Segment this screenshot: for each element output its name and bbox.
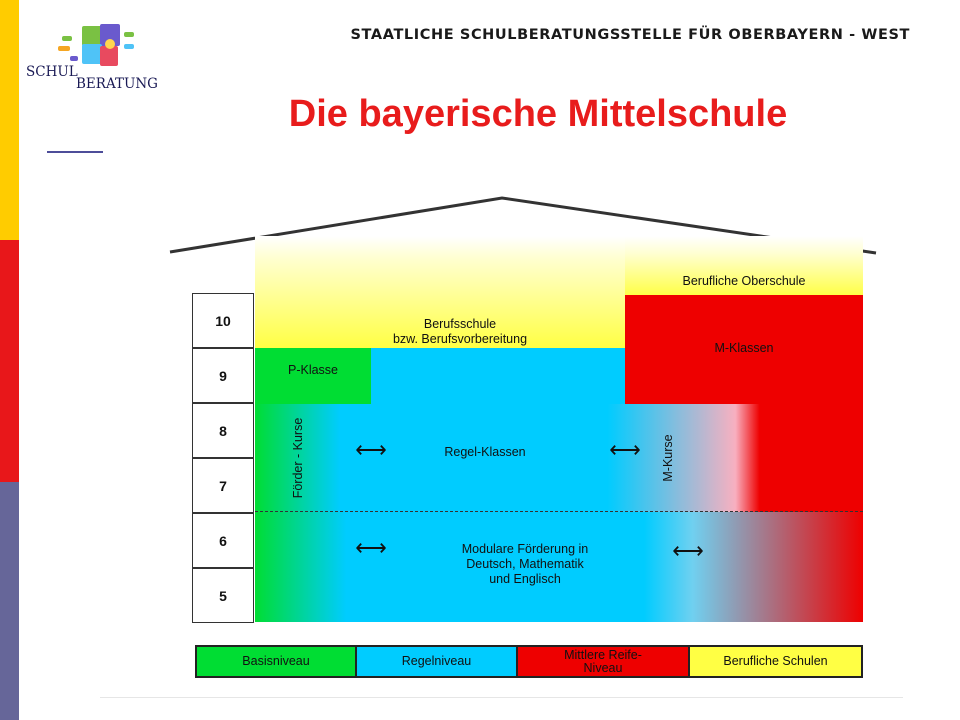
legend-berufliche-schulen: Berufliche Schulen: [688, 645, 863, 678]
label-p-klasse: P-Klasse: [287, 363, 339, 377]
page-title: Die bayerische Mittelschule: [288, 93, 788, 135]
label-berufliche-oberschule: Berufliche Oberschule: [682, 274, 806, 288]
logo-text-schul: SCHUL: [26, 64, 78, 80]
modulare-foerderung-band: [255, 512, 863, 622]
legend-regelniveau: Regelniveau: [355, 645, 518, 678]
grade-7: 7: [192, 458, 254, 513]
title-underline: [47, 151, 103, 153]
grade-8: 8: [192, 403, 254, 458]
arrow-modular-right: ⟷: [672, 538, 704, 563]
institution-name: STAATLICHE SCHULBERATUNGSSTELLE FÜR OBER…: [350, 27, 910, 43]
berufsschule-block: [255, 236, 625, 348]
label-m-klassen: M-Klassen: [714, 341, 774, 355]
grade-9: 9: [192, 348, 254, 403]
left-stripe-yellow: [0, 0, 19, 240]
logo: SCHUL BERATUNG: [24, 16, 158, 96]
legend-basisniveau: Basisniveau: [195, 645, 357, 678]
puzzle-logo-icon: [58, 24, 134, 66]
grade-10: 10: [192, 293, 254, 348]
m-klassen-block: [625, 295, 863, 404]
label-berufsschule: Berufsschule bzw. Berufsvorbereitung: [392, 317, 528, 346]
dashed-divider: [255, 511, 863, 512]
arrow-regel-mkurse: ⟷: [609, 437, 641, 462]
logo-text-beratung: BERATUNG: [76, 76, 158, 92]
label-regel-klassen: Regel-Klassen: [444, 445, 526, 459]
arrow-modular-left: ⟷: [355, 535, 387, 560]
left-stripe-purple: [0, 482, 19, 720]
regel-klassen-band: [255, 404, 863, 512]
arrow-foerder-regel: ⟷: [355, 437, 387, 462]
grade-5: 5: [192, 568, 254, 623]
p-klasse-block: [255, 348, 371, 404]
bottom-rule: [100, 697, 903, 698]
label-m-kurse: M-Kurse: [661, 434, 675, 482]
left-stripe-red: [0, 240, 19, 482]
berufliche-oberschule-block: [625, 236, 863, 296]
grade-6: 6: [192, 513, 254, 568]
legend-mittlere-reife: Mittlere Reife- Niveau: [516, 645, 690, 678]
label-modulare-foerderung: Modulare Förderung in Deutsch, Mathemati…: [461, 542, 589, 586]
label-foerder-kurse: Förder - Kurse: [291, 417, 305, 499]
